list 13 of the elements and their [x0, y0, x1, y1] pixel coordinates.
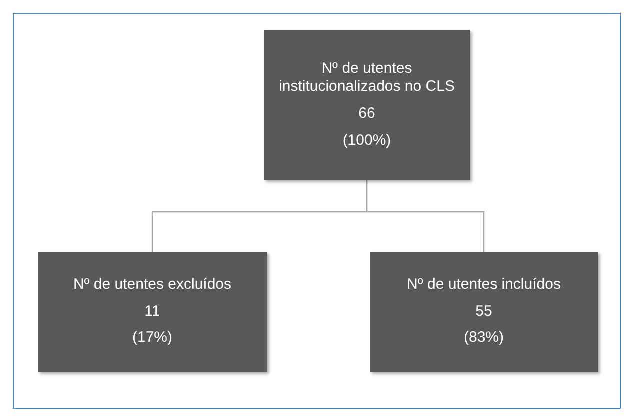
process-box — [38, 252, 267, 372]
box-text: (17%) — [132, 329, 172, 348]
process-box — [264, 30, 470, 180]
process-box — [370, 252, 598, 372]
box-text: Nº de utentes institucionalizados no CLS — [278, 60, 456, 97]
box-text: 11 — [144, 302, 160, 322]
connector-line — [366, 180, 485, 252]
box-text: 55 — [476, 302, 492, 322]
box-text: 66 — [358, 105, 376, 124]
box-text: Nº de utentes incluídos — [407, 276, 561, 295]
box-text: Nº de utentes excluídos — [73, 276, 232, 295]
box-text: (83%) — [464, 329, 504, 348]
box-text: (100%) — [342, 132, 392, 150]
